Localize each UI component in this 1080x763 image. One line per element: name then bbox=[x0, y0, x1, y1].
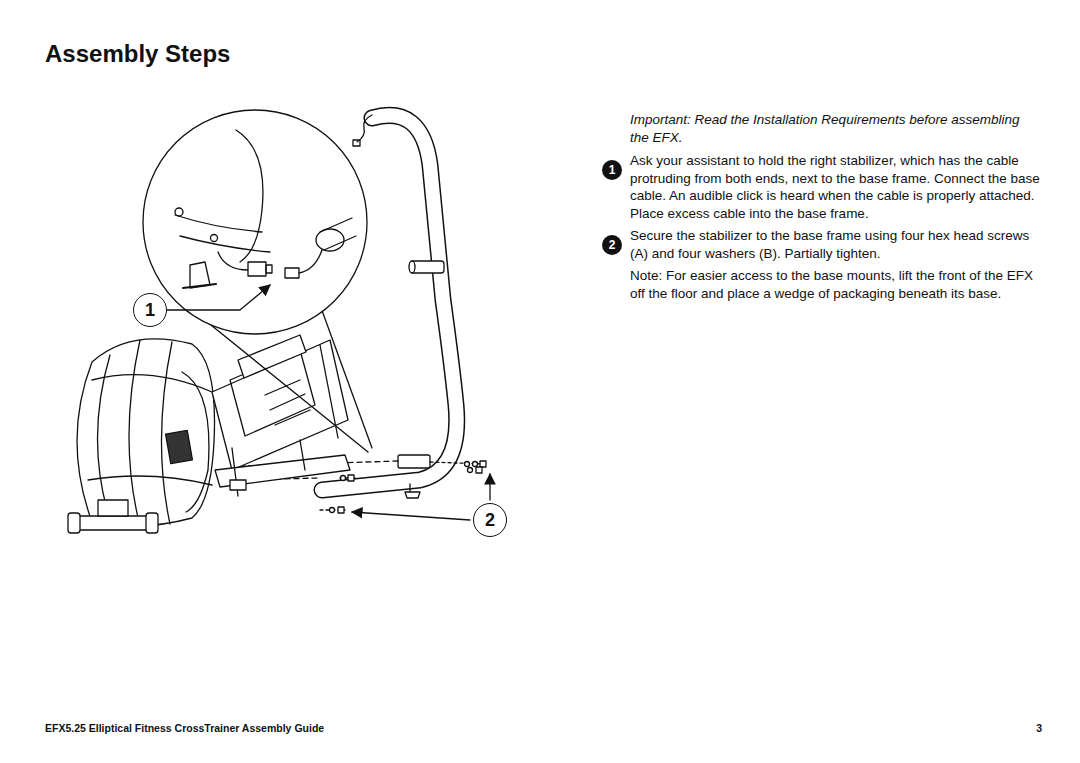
step-text: Secure the stabilizer to the base frame … bbox=[630, 227, 1040, 262]
page-title: Assembly Steps bbox=[45, 38, 230, 69]
callout-number: 1 bbox=[133, 293, 167, 327]
page-number: 3 bbox=[1022, 722, 1042, 736]
number-text: 2 bbox=[609, 238, 616, 252]
step-marker: 2 bbox=[602, 235, 622, 255]
number-text: 1 bbox=[609, 163, 616, 177]
footer-title: EFX5.25 Elliptical Fitness CrossTrainer … bbox=[45, 722, 645, 736]
important-note: Important: Read the Installation Require… bbox=[630, 111, 1040, 146]
step-marker: 1 bbox=[602, 160, 622, 180]
number-text: 1 bbox=[145, 300, 155, 321]
step-text: Ask your assistant to hold the right sta… bbox=[630, 152, 1040, 222]
number-text: 2 bbox=[485, 510, 495, 531]
callout-number: 2 bbox=[473, 503, 507, 537]
note-text: Note: For easier access to the base moun… bbox=[630, 267, 1040, 302]
